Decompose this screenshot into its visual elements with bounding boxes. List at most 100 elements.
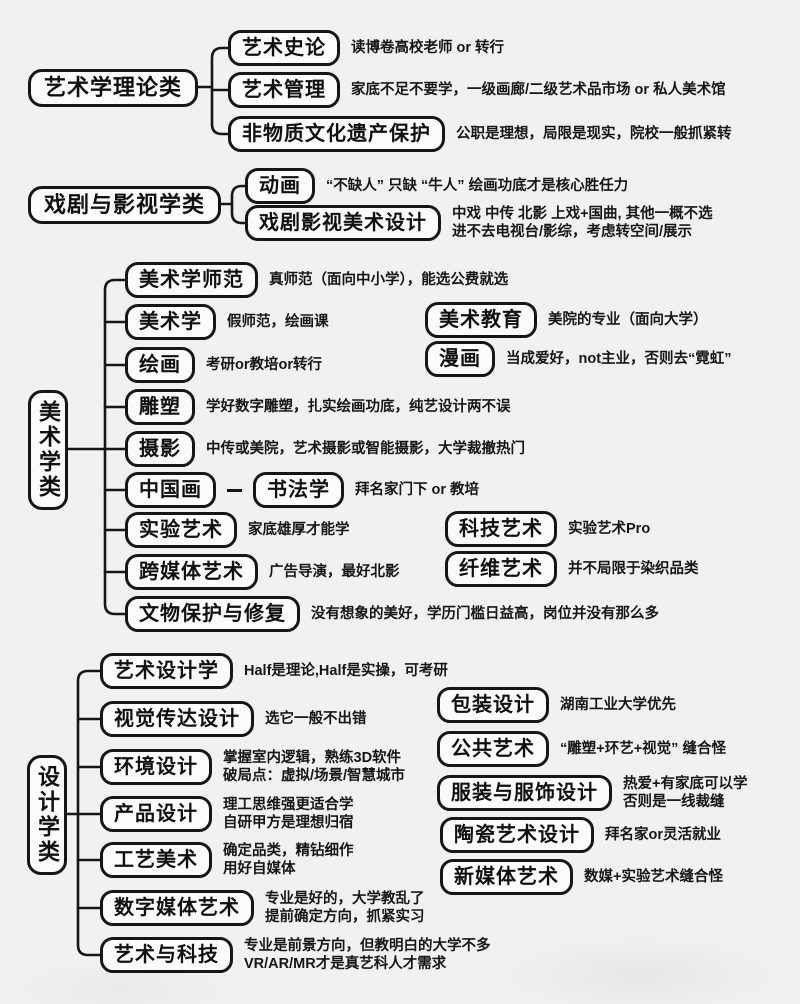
float-fashion-design: 服装与服饰设计 热爱+有家底可以学 否则是一线裁缝 [437, 775, 747, 811]
note-arts-crafts: 确定品类，精钻细作 用好自媒体 [223, 843, 354, 877]
branch-cross-media-art: 跨媒体艺术 广告导演，最好北影 [125, 554, 400, 590]
branch-art-management: 艺术管理 家底不足不要学，一级画廊/二级艺术品市场 or 私人美术馆 [228, 72, 726, 108]
branch-box-art-history: 艺术史论 [228, 30, 340, 66]
branch-environment-design: 环境设计 掌握室内逻辑，熟练3D软件 破局点：虚拟/场景/智慧城市 [100, 749, 405, 785]
link-chinese-painting-calligraphy [227, 488, 242, 492]
float-art-education: 美术教育 美院的专业（面向大学） [425, 302, 708, 338]
branch-drama-film-art-design: 戏剧影视美术设计 中戏 中传 北影 上戏+国曲, 其他一概不选 进不去电视台/影… [245, 205, 713, 241]
branch-box-arts-crafts: 工艺美术 [100, 842, 212, 878]
branch-box-drama-film-art-design: 戏剧影视美术设计 [245, 205, 441, 241]
float-tech-art: 科技艺术 实验艺术Pro [445, 511, 650, 547]
float-fiber-art: 纤维艺术 并不局限于染织品类 [445, 551, 699, 587]
branch-painting: 绘画 考研or教培or转行 [125, 347, 322, 383]
branch-box-ich-protection: 非物质文化遗产保护 [228, 116, 445, 152]
branch-fine-arts-normal: 美术学师范 真师范（面向中小学），能选公费就选 [125, 262, 508, 298]
root-fine-arts: 美术学类 [28, 390, 68, 510]
branch-box-chinese-painting: 中国画 [125, 472, 216, 508]
branch-arts-crafts: 工艺美术 确定品类，精钻细作 用好自媒体 [100, 842, 354, 878]
branch-box-fine-arts-normal: 美术学师范 [125, 262, 258, 298]
branch-ich-protection: 非物质文化遗产保护 公职是理想，局限是现实，院校一般抓紧转 [228, 116, 732, 152]
branch-fine-arts-studies: 美术学 假师范，绘画课 [125, 304, 329, 340]
branch-box-art-and-technology: 艺术与科技 [100, 937, 233, 973]
float-box-fiber-art: 纤维艺术 [445, 551, 557, 587]
branch-box-fine-arts-studies: 美术学 [125, 304, 216, 340]
branch-box-cross-media-art: 跨媒体艺术 [125, 554, 258, 590]
note-visual-communication: 选它一般不出错 [265, 711, 367, 727]
note-art-management: 家底不足不要学，一级画廊/二级艺术品市场 or 私人美术馆 [351, 82, 726, 98]
note-tech-art: 实验艺术Pro [568, 521, 651, 537]
float-box-comics: 漫画 [425, 341, 495, 377]
branch-sculpture: 雕塑 学好数字雕塑，扎实绘画功底，纯艺设计两不误 [125, 389, 511, 425]
root-art-theory: 艺术学理论类 [28, 69, 199, 107]
branch-box-experimental-art: 实验艺术 [125, 512, 237, 548]
branch-animation: 动画 “不缺人” 只缺 “牛人” 绘画功底才是核心胜任力 [245, 168, 628, 204]
float-box-public-art: 公共艺术 [437, 731, 549, 767]
branch-box-animation: 动画 [245, 168, 315, 204]
note-public-art: “雕塑+环艺+视觉” 缝合怪 [560, 741, 726, 757]
branch-art-design-studies: 艺术设计学 Half是理论,Half是实操，可考研 [100, 653, 448, 689]
note-photography: 中传或美院，艺术摄影或智能摄影，大学裁撤热门 [206, 441, 525, 457]
root-box-design: 设计学类 [27, 755, 67, 875]
note-art-education: 美院的专业（面向大学） [548, 312, 708, 328]
root-box-drama-film: 戏剧与影视学类 [28, 186, 222, 224]
note-relic-conservation: 没有想象的美好，学历门槛日益高，岗位并没有那么多 [311, 606, 659, 622]
branch-visual-communication: 视觉传达设计 选它一般不出错 [100, 701, 367, 737]
note-fine-arts-studies: 假师范，绘画课 [227, 314, 329, 330]
float-box-fashion-design: 服装与服饰设计 [437, 775, 612, 811]
float-box-tech-art: 科技艺术 [445, 511, 557, 547]
note-digital-media-art: 专业是好的，大学教乱了 提前确定方向，抓紧实习 [265, 891, 425, 925]
note-animation: “不缺人” 只缺 “牛人” 绘画功底才是核心胜任力 [326, 178, 629, 194]
float-new-media-art: 新媒体艺术 数媒+实验艺术缝合怪 [440, 859, 723, 895]
float-comics: 漫画 当成爱好，not主业，否则去“霓虹” [425, 341, 732, 377]
root-design: 设计学类 [27, 755, 67, 875]
note-fine-arts-normal: 真师范（面向中小学），能选公费就选 [269, 272, 509, 288]
float-box-art-education: 美术教育 [425, 302, 537, 338]
branch-box-product-design: 产品设计 [100, 796, 212, 832]
note-art-history: 读博卷高校老师 or 转行 [351, 40, 505, 56]
branch-box-visual-communication: 视觉传达设计 [100, 701, 254, 737]
root-box-art-theory: 艺术学理论类 [28, 69, 199, 107]
branch-photography: 摄影 中传或美院，艺术摄影或智能摄影，大学裁撤热门 [125, 431, 525, 467]
branch-relic-conservation: 文物保护与修复 没有想象的美好，学历门槛日益高，岗位并没有那么多 [125, 596, 659, 632]
float-box-ceramic-art-design: 陶瓷艺术设计 [440, 817, 594, 853]
branch-box-sculpture: 雕塑 [125, 389, 195, 425]
note-ich-protection: 公职是理想，局限是现实，院校一般抓紧转 [456, 126, 732, 142]
note-new-media-art: 数媒+实验艺术缝合怪 [584, 869, 723, 885]
root-drama-film: 戏剧与影视学类 [28, 186, 222, 224]
float-public-art: 公共艺术 “雕塑+环艺+视觉” 缝合怪 [437, 731, 726, 767]
note-art-design-studies: Half是理论,Half是实操，可考研 [244, 663, 448, 679]
float-ceramic-art-design: 陶瓷艺术设计 拜名家or灵活就业 [440, 817, 721, 853]
float-box-new-media-art: 新媒体艺术 [440, 859, 573, 895]
branch-digital-media-art: 数字媒体艺术 专业是好的，大学教乱了 提前确定方向，抓紧实习 [100, 890, 425, 926]
note-comics: 当成爱好，not主业，否则去“霓虹” [506, 351, 732, 367]
branch-box-photography: 摄影 [125, 431, 195, 467]
float-packaging-design: 包装设计 湖南工业大学优先 [437, 687, 676, 723]
branch-box-environment-design: 环境设计 [100, 749, 212, 785]
note-cross-media-art: 广告导演，最好北影 [269, 564, 400, 580]
branch-product-design: 产品设计 理工思维强更适合学 自研甲方是理想归宿 [100, 796, 354, 832]
branch-experimental-art: 实验艺术 家底雄厚才能学 [125, 512, 350, 548]
note-calligraphy: 拜名家门下 or 教培 [355, 482, 480, 498]
branch-box-painting: 绘画 [125, 347, 195, 383]
note-ceramic-art-design: 拜名家or灵活就业 [605, 827, 721, 843]
branch-box-art-management: 艺术管理 [228, 72, 340, 108]
branch-art-history: 艺术史论 读博卷高校老师 or 转行 [228, 30, 504, 66]
note-packaging-design: 湖南工业大学优先 [560, 697, 676, 713]
branch-chinese-painting: 中国画 书法学 拜名家门下 or 教培 [125, 472, 479, 508]
note-experimental-art: 家底雄厚才能学 [248, 522, 350, 538]
note-drama-film-art-design: 中戏 中传 北影 上戏+国曲, 其他一概不选 进不去电视台/影综，考虑转空间/展… [452, 206, 713, 240]
branch-art-and-technology: 艺术与科技 专业是前景方向，但教明白的大学不多 VR/AR/MR才是真艺科人才需… [100, 937, 491, 973]
note-art-and-technology: 专业是前景方向，但教明白的大学不多 VR/AR/MR才是真艺科人才需求 [244, 938, 491, 972]
note-sculpture: 学好数字雕塑，扎实绘画功底，纯艺设计两不误 [206, 399, 511, 415]
note-product-design: 理工思维强更适合学 自研甲方是理想归宿 [223, 797, 354, 831]
note-painting: 考研or教培or转行 [206, 357, 322, 373]
note-fiber-art: 并不局限于染织品类 [568, 561, 699, 577]
float-box-packaging-design: 包装设计 [437, 687, 549, 723]
note-fashion-design: 热爱+有家底可以学 否则是一线裁缝 [623, 776, 748, 810]
branch-box-digital-media-art: 数字媒体艺术 [100, 890, 254, 926]
root-box-fine-arts: 美术学类 [28, 390, 68, 510]
branch-box-relic-conservation: 文物保护与修复 [125, 596, 300, 632]
branch-box-calligraphy: 书法学 [253, 472, 344, 508]
